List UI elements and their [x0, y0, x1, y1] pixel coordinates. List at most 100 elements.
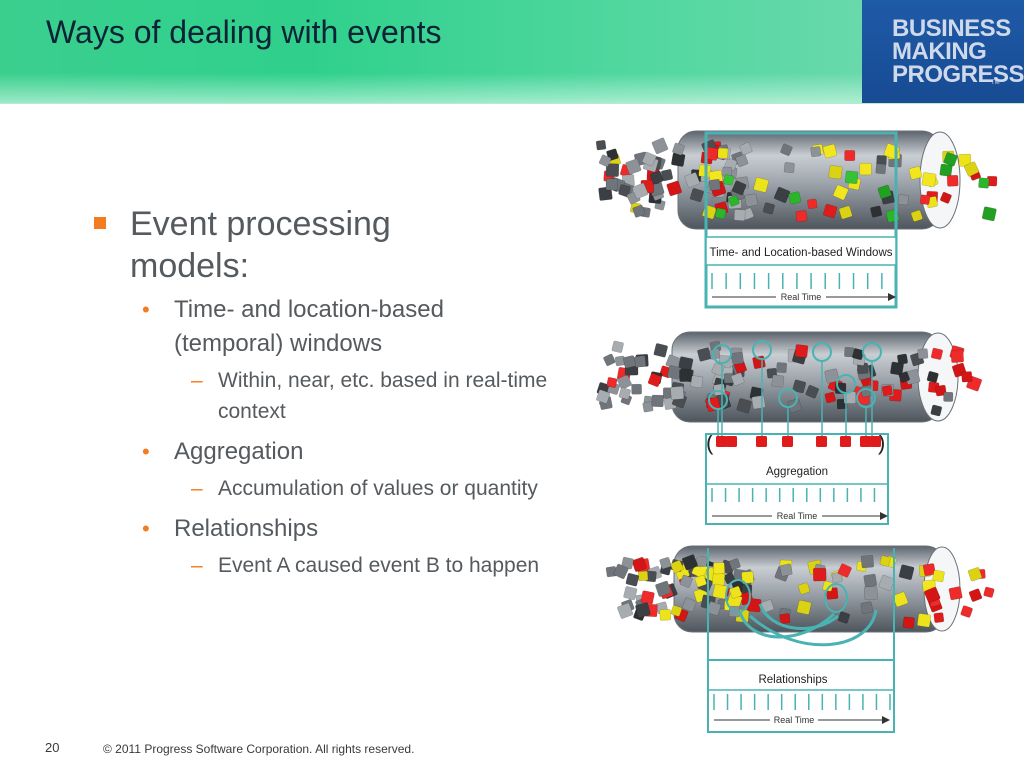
event-cube — [897, 353, 908, 365]
event-cube — [739, 142, 753, 156]
event-cube — [837, 563, 852, 578]
event-cube — [796, 599, 812, 615]
event-cube — [939, 163, 953, 177]
event-cube — [671, 152, 686, 167]
event-cube — [933, 612, 945, 623]
event-cube — [878, 574, 895, 591]
timeline-ticks — [711, 273, 897, 289]
event-cube — [642, 151, 657, 167]
bullet-level3-text: Event A caused event B to happen — [218, 554, 540, 577]
event-cube — [613, 563, 629, 579]
event-cube — [637, 570, 649, 582]
event-cube — [741, 571, 755, 584]
event-cube — [917, 613, 932, 628]
event-cube — [960, 605, 973, 618]
event-cube — [863, 573, 877, 588]
event-cube — [964, 161, 980, 177]
event-cube — [844, 150, 856, 161]
copyright-notice: © 2011 Progress Software Corporation. Al… — [103, 742, 415, 756]
aggregation-lines — [717, 359, 873, 442]
event-cube — [731, 372, 745, 386]
event-cube — [598, 154, 612, 167]
timeline-label: Real Time — [781, 292, 822, 302]
window-frame — [704, 131, 898, 309]
timeline-ticks — [713, 694, 891, 710]
event-cubes-inside — [700, 554, 915, 624]
event-cube — [788, 191, 802, 205]
event-cube — [666, 180, 682, 197]
event-cube — [828, 165, 843, 180]
event-cube — [605, 163, 620, 177]
event-cube — [632, 182, 649, 199]
event-cube — [653, 343, 668, 358]
event-cube — [713, 562, 726, 575]
event-cube — [631, 383, 642, 395]
event-cube — [898, 564, 915, 580]
event-cube — [863, 586, 878, 600]
event-cube — [877, 184, 892, 199]
event-cube — [771, 374, 785, 388]
event-cube — [881, 385, 893, 397]
event-cubes-out — [908, 150, 998, 222]
event-cube — [711, 362, 725, 376]
event-cube — [824, 368, 840, 384]
event-cube — [837, 611, 850, 624]
event-cube — [943, 391, 954, 402]
event-cube — [603, 353, 616, 367]
event-cube — [795, 210, 808, 223]
event-cube — [635, 602, 651, 618]
related-highlights — [725, 579, 848, 613]
event-cube — [736, 398, 752, 414]
event-cube — [783, 162, 795, 174]
event-cube — [859, 163, 872, 176]
event-cube — [731, 351, 744, 365]
company-logo: BUSINESS MAKING PROGRESS TM — [862, 0, 1024, 103]
diagram-relationships: Relationships Real Time — [605, 545, 995, 733]
event-cube — [780, 143, 793, 156]
aggregation-frame — [705, 433, 889, 525]
event-cube — [762, 202, 775, 215]
dash-bullet-icon: – — [191, 554, 203, 577]
event-cube — [696, 556, 707, 567]
event-cube — [943, 152, 958, 167]
event-cube — [723, 174, 735, 186]
event-cube — [670, 560, 684, 574]
dot-bullet-icon: • — [142, 297, 150, 322]
event-cube — [926, 371, 939, 383]
event-cube — [875, 163, 887, 175]
event-cube — [967, 567, 983, 582]
event-cube — [852, 348, 864, 361]
page-number: 20 — [45, 740, 60, 755]
event-cube — [890, 361, 904, 376]
timeline-label: Real Time — [777, 511, 818, 521]
event-cube — [625, 158, 642, 175]
event-cube — [623, 586, 638, 601]
event-cube — [605, 178, 618, 191]
event-cube — [728, 558, 741, 570]
event-cube — [708, 179, 721, 191]
event-cube — [968, 588, 983, 602]
bullet-level3-text: Accumulation of values or quantity — [218, 477, 538, 500]
event-cube — [812, 567, 827, 582]
event-cubes-inside — [702, 143, 909, 223]
event-cube — [659, 557, 672, 570]
event-cubes-out — [898, 345, 983, 417]
logo-line-2: MAKING — [892, 38, 987, 65]
event-cube — [879, 555, 891, 567]
event-cube — [598, 186, 613, 201]
event-cube — [897, 194, 909, 206]
logo-line-1: BUSINESS — [892, 15, 1011, 42]
event-cube — [922, 563, 936, 576]
event-cube — [921, 172, 937, 187]
event-cube — [798, 582, 811, 595]
sub-bullet-event-caused: – Event A caused event B to happen — [92, 550, 574, 581]
bullet-level2-text: Relationships — [174, 515, 319, 542]
event-cube — [679, 574, 693, 588]
dash-bullet-icon: – — [191, 477, 203, 500]
event-cube — [659, 609, 672, 621]
header-bar — [0, 0, 1024, 104]
event-cube — [647, 373, 662, 387]
sub-bullet-within-near: – Within, near, etc. based in real-time … — [92, 365, 574, 427]
bullet-level1-text: Event processing models: — [130, 205, 391, 285]
event-cube — [902, 616, 915, 629]
